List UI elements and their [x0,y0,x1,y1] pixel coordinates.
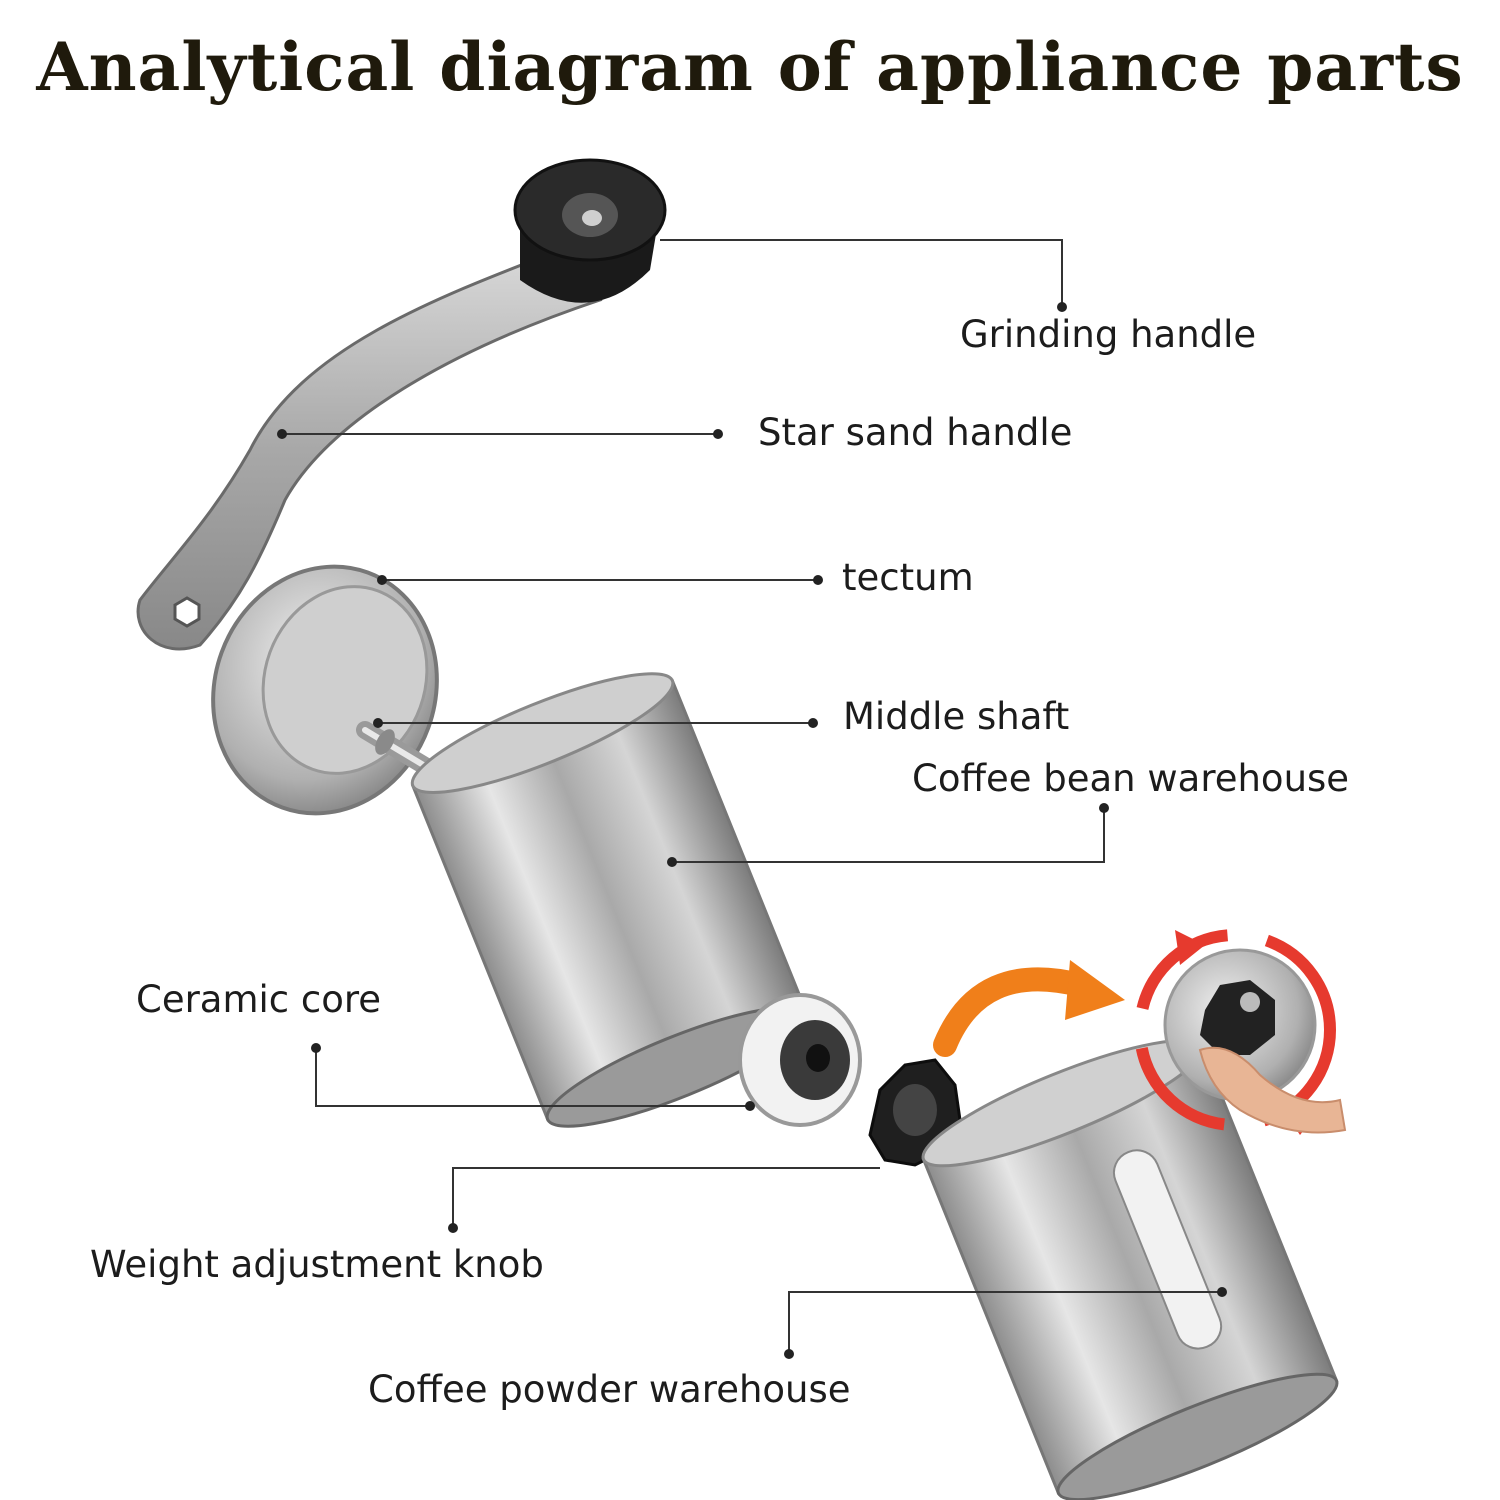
leader-ceramic-core [315,1048,750,1107]
leader-bean-warehouse [672,810,1105,863]
page-title: Analytical diagram of appliance parts [36,28,1464,106]
bean-warehouse-icon [410,672,862,1128]
label-star-sand-handle: Star sand handle [758,411,1073,454]
powder-warehouse-icon [921,1038,1339,1500]
label-ceramic-core: Ceramic core [136,978,382,1021]
adjust-inset-icon [1134,929,1347,1135]
leader-adjustment-knob [452,1167,880,1228]
label-weight-adjustment-knob: Weight adjustment knob [90,1243,544,1286]
label-coffee-powder-warehouse: Coffee powder warehouse [368,1368,851,1411]
leader-grinding-handle [660,239,1063,305]
label-tectum: tectum [842,556,974,599]
leader-dots [277,302,1227,1359]
crank-arm-icon [136,248,603,651]
grinding-knob-icon [513,158,667,303]
label-coffee-bean-warehouse: Coffee bean warehouse [912,757,1350,800]
rotation-hint-arrow-icon [933,960,1125,1057]
leader-powder-warehouse [788,1291,1222,1354]
leader-lines [282,239,1222,1354]
label-grinding-handle: Grinding handle [960,313,1257,356]
label-middle-shaft: Middle shaft [843,695,1070,738]
